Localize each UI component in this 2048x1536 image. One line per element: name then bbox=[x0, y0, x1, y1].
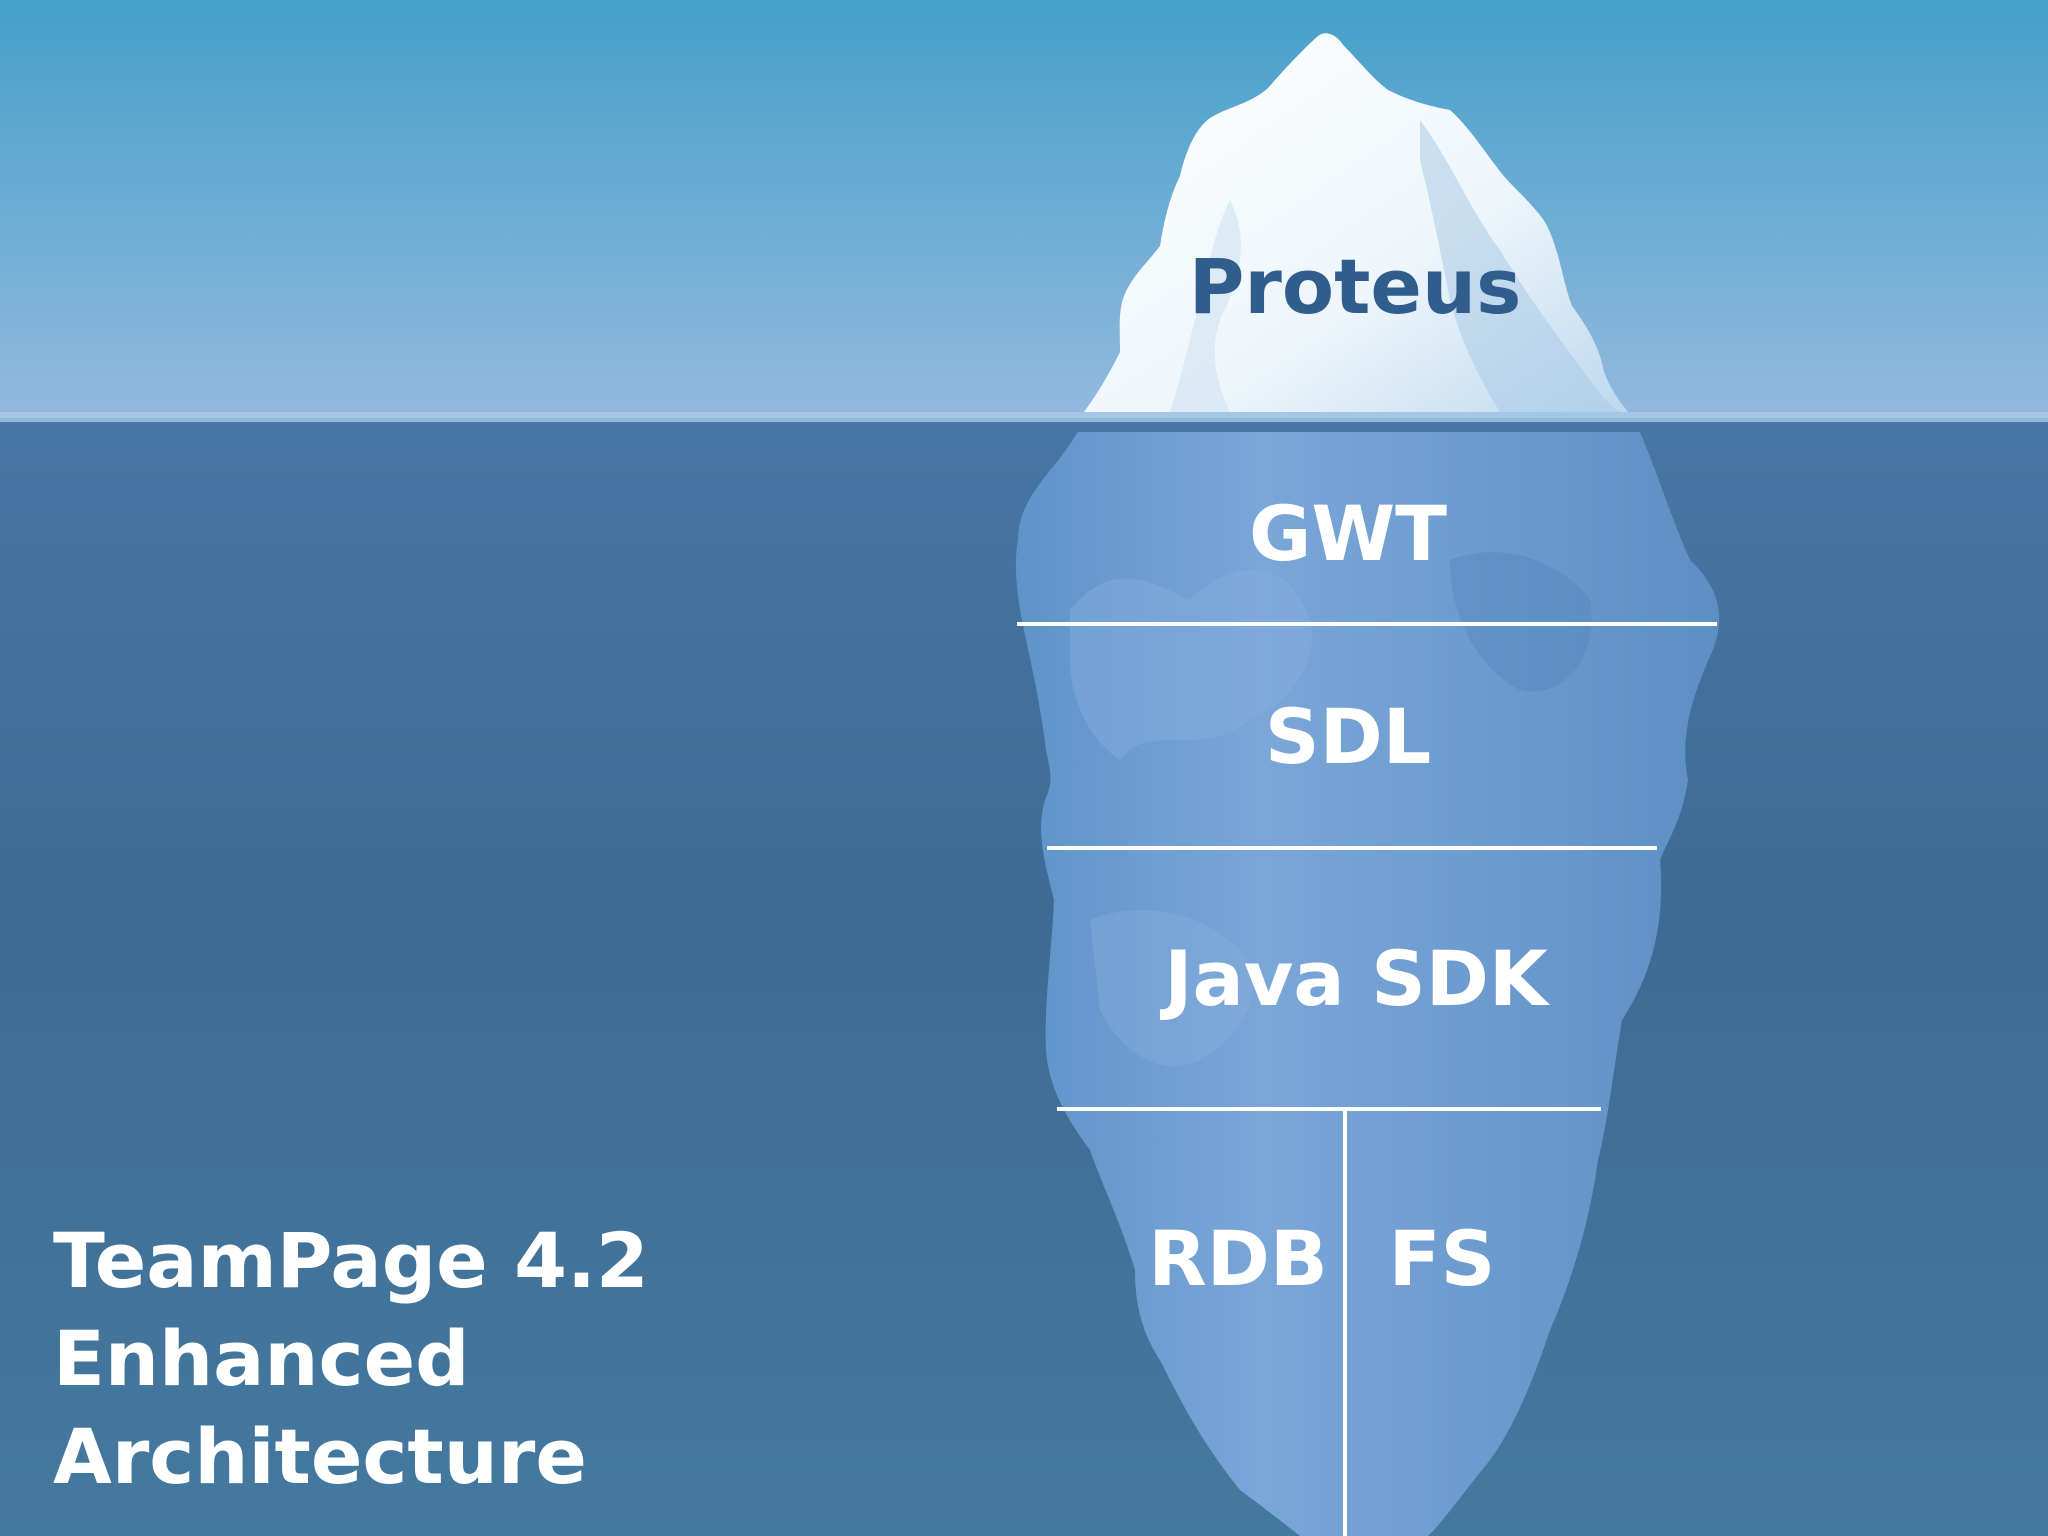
iceberg-facet bbox=[1090, 910, 1253, 1067]
waterline bbox=[0, 412, 2048, 422]
layer-label-rdb: RDB bbox=[1148, 1214, 1328, 1303]
iceberg-tip-shadow bbox=[1420, 120, 1620, 412]
iceberg-facet bbox=[1450, 552, 1592, 692]
sky bbox=[0, 0, 2048, 418]
layer-label-fs: FS bbox=[1389, 1214, 1496, 1303]
layer-label-gwt: GWT bbox=[1249, 489, 1447, 578]
layer-label-sdl: SDL bbox=[1265, 692, 1431, 781]
slide-title: TeamPage 4.2 Enhanced Architecture bbox=[53, 1212, 649, 1506]
layer-label-proteus: Proteus bbox=[1189, 242, 1522, 331]
iceberg-submerged bbox=[1015, 432, 1720, 1536]
layer-label-java-sdk: Java SDK bbox=[1159, 934, 1551, 1023]
slide-title-line-2: Enhanced bbox=[53, 1314, 470, 1403]
slide-title-line-1: TeamPage 4.2 bbox=[53, 1216, 649, 1305]
iceberg-tip-shadow bbox=[1170, 200, 1241, 412]
iceberg-facet bbox=[1070, 570, 1312, 760]
slide-title-line-3: Architecture bbox=[53, 1412, 587, 1501]
